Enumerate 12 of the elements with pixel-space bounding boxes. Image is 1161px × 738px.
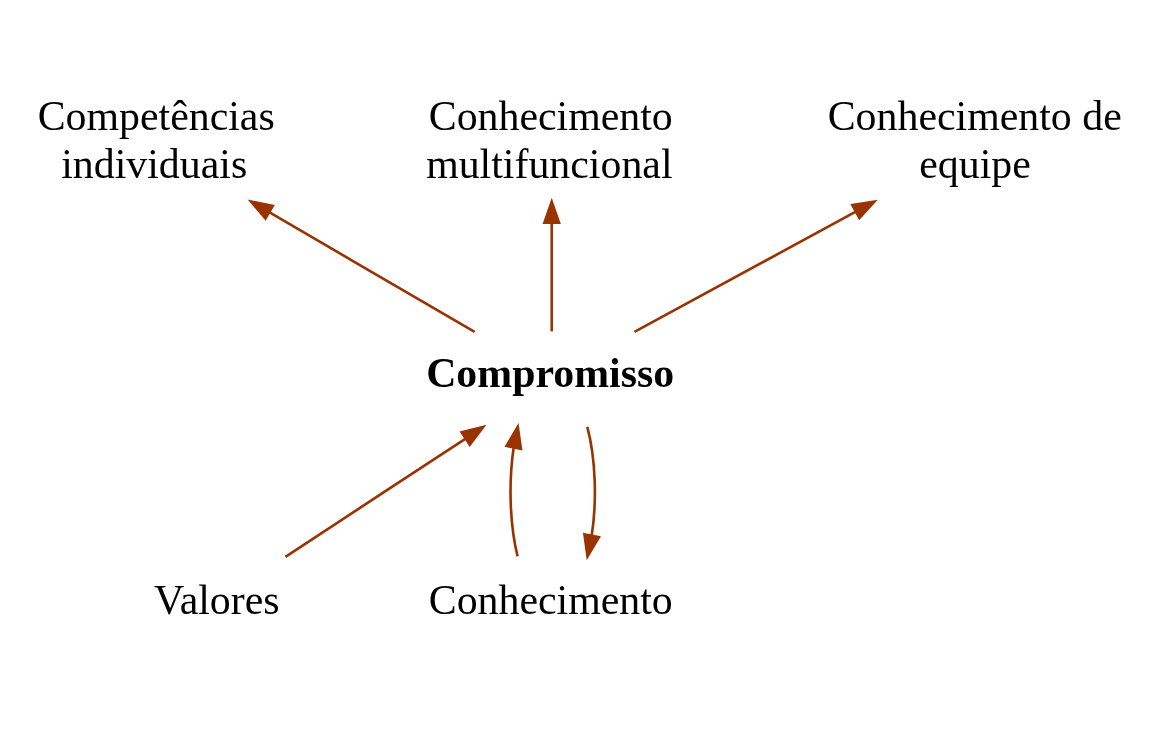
- node-text: Conhecimento multifuncional: [426, 93, 673, 187]
- node-text: Competências individuais: [37, 93, 275, 187]
- node-text: Valores: [154, 577, 280, 624]
- node-text: Compromisso: [426, 349, 675, 396]
- node-text: Conhecimento: [428, 577, 673, 624]
- arrow: [582, 426, 601, 561]
- node-text: Conhecimento de equipe: [827, 93, 1122, 187]
- arrow: [504, 422, 523, 557]
- arrow: [247, 199, 476, 334]
- arrow: [542, 197, 561, 332]
- arrow: [633, 199, 878, 334]
- arrow: [284, 424, 487, 558]
